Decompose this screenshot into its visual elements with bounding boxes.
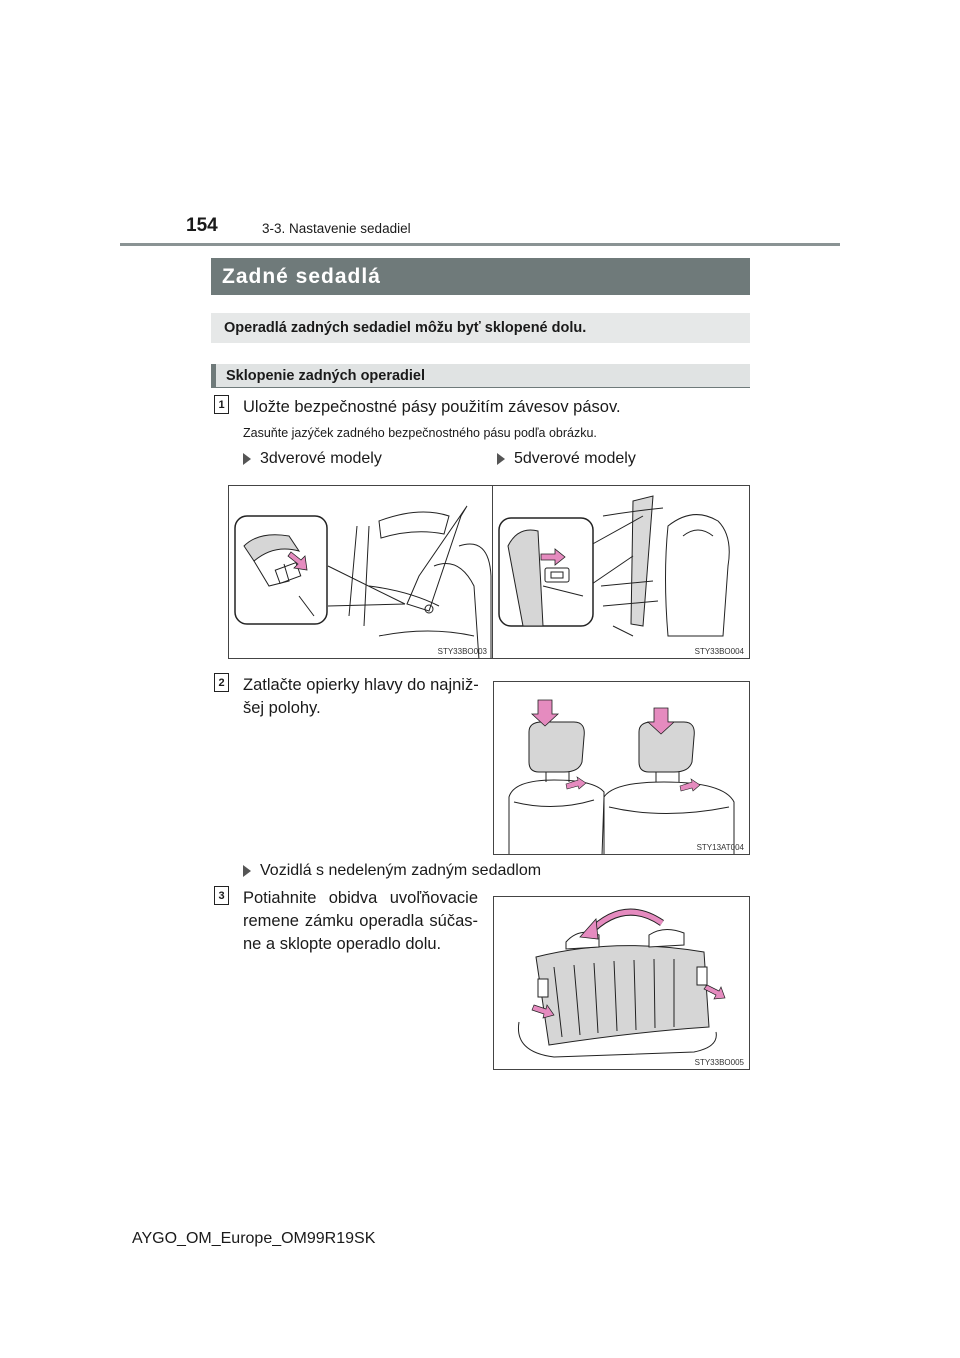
variant-five-door-label: 5dverové modely xyxy=(514,450,636,467)
variant-undivided-seat: Vozidlá s nedeleným zadným sedadlom xyxy=(243,862,541,880)
header-divider xyxy=(120,243,840,246)
triangle-bullet-icon xyxy=(497,453,505,465)
step-number-3: 3 xyxy=(214,886,229,905)
step-2-text-line1: Zatlačte opierky hlavy do najniž- xyxy=(243,676,479,694)
step-1-note: Zasuňte jazýček zadného bezpečnostného p… xyxy=(243,426,597,440)
step-number-1: 1 xyxy=(214,395,229,414)
figure-three-door-seatbelt: STY33BO003 xyxy=(228,485,493,659)
figure-code: STY33BO005 xyxy=(694,1058,744,1067)
figure-headrests: STY13AT004 xyxy=(493,681,750,855)
figure-code: STY33BO003 xyxy=(437,647,487,656)
triangle-bullet-icon xyxy=(243,865,251,877)
triangle-bullet-icon xyxy=(243,453,251,465)
variant-five-door: 5dverové modely xyxy=(497,450,636,468)
step-1-text: Uložte bezpečnostné pásy použitím záveso… xyxy=(243,398,621,416)
figure-code: STY33BO004 xyxy=(694,647,744,656)
figure-fold-seatback: STY33BO005 xyxy=(493,896,750,1070)
section-title: Zadné sedadlá xyxy=(211,258,750,295)
step-3-text-line2: remene zámku operadla súčas- xyxy=(243,912,478,930)
headrest-illustration xyxy=(508,699,735,854)
figure-code: STY13AT004 xyxy=(696,843,744,852)
variant-three-door-label: 3dverové modely xyxy=(260,450,382,467)
step-3-text-line1: Potiahnite obidva uvoľňovacie xyxy=(243,889,478,907)
footer-document-id: AYGO_OM_Europe_OM99R19SK xyxy=(132,1230,376,1247)
breadcrumb: 3-3. Nastavenie sedadiel xyxy=(262,221,411,236)
step-number-2: 2 xyxy=(214,673,229,692)
seatbelt-illustration-3door xyxy=(234,505,492,658)
seatbelt-illustration-5door xyxy=(498,495,730,637)
variant-undivided-seat-label: Vozidlá s nedeleným zadným sedadlom xyxy=(260,862,542,879)
subsection-title: Sklopenie zadných operadiel xyxy=(211,364,750,388)
step-2-text-line2: šej polohy. xyxy=(243,699,321,717)
step-3-text-line3: ne a sklopte operadlo dolu. xyxy=(243,935,442,953)
figure-five-door-seatbelt: STY33BO004 xyxy=(492,485,750,659)
intro-box: Operadlá zadných sedadiel môžu byť sklop… xyxy=(211,313,750,343)
page-number: 154 xyxy=(186,215,218,236)
fold-seatback-illustration xyxy=(517,908,726,1058)
variant-three-door: 3dverové modely xyxy=(243,450,382,468)
